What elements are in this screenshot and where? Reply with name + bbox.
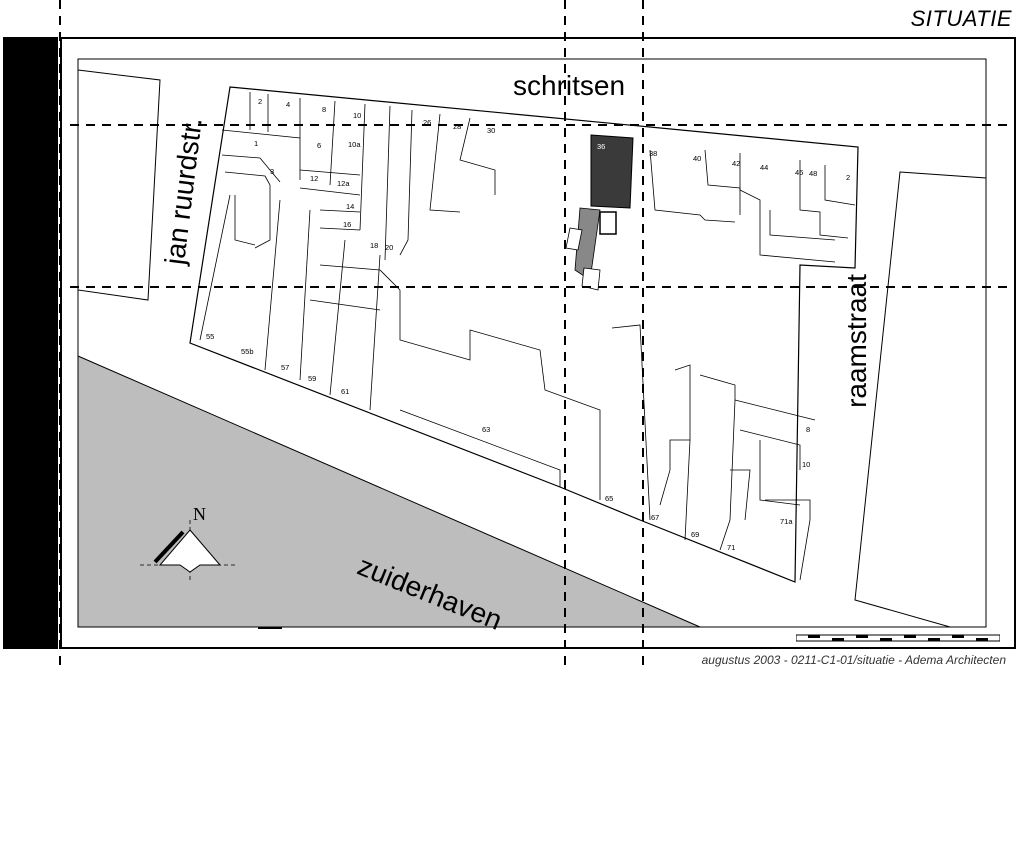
- parcel-label: 63: [482, 425, 491, 434]
- parcel-label: 28: [453, 122, 462, 131]
- east-block: [854, 171, 987, 628]
- parcel-label: 71: [727, 543, 736, 552]
- parcel-label: 71a: [780, 517, 793, 526]
- parcel-label: 2: [846, 173, 851, 182]
- north-arrow: [140, 520, 235, 580]
- subject-building: [590, 134, 634, 209]
- harbour-water: [77, 355, 701, 628]
- parcel-label: 8: [322, 105, 327, 114]
- parcel-label: 10: [353, 111, 362, 120]
- parcel-label: 10a: [348, 140, 361, 149]
- subject-shed: [565, 227, 583, 251]
- parcel-label: 36: [597, 142, 606, 151]
- parcel-label: 20: [385, 243, 394, 252]
- parcel-label: 42: [732, 159, 741, 168]
- parcel-label: 55: [206, 332, 215, 341]
- scale-bar: [796, 634, 1000, 642]
- parcel-label: 12a: [337, 179, 350, 188]
- parcel-labels: 2 4 8 10 26 28 30 1 6 10a 3 12 12a 14 16…: [206, 97, 851, 552]
- parcel-label: 12: [310, 174, 319, 183]
- parcel-label: 14: [346, 202, 355, 211]
- parcel-label: 18: [370, 241, 379, 250]
- parcel-label: 59: [308, 374, 317, 383]
- parcel-label: 69: [691, 530, 700, 539]
- subject-outbuilding: [581, 267, 601, 291]
- parcel-label: 3: [270, 167, 275, 176]
- parcel-label: 46: [795, 168, 804, 177]
- parcel-label: 48: [809, 169, 818, 178]
- parcel-label: 30: [487, 126, 496, 135]
- parcel-label: 10: [802, 460, 811, 469]
- parcel-label: 6: [317, 141, 322, 150]
- parcel-label: 1: [254, 139, 259, 148]
- west-block: [77, 69, 161, 301]
- site-map: [59, 0, 1010, 669]
- parcel-label: 2: [258, 97, 263, 106]
- parcel-label: 55b: [241, 347, 254, 356]
- parcel-label: 16: [343, 220, 352, 229]
- parcel-label: 57: [281, 363, 290, 372]
- parcel-label: 8: [806, 425, 811, 434]
- parcel-label: 61: [341, 387, 350, 396]
- parcel-label: 4: [286, 100, 291, 109]
- parcel-label: 67: [651, 513, 660, 522]
- parcel-label: 40: [693, 154, 702, 163]
- parcel-label: 44: [760, 163, 769, 172]
- sheet-heading: SITUATIE: [910, 6, 1012, 31]
- street-schritsen: schritsen: [513, 70, 626, 101]
- parcel-label: 38: [649, 149, 658, 158]
- parcel-label: 26: [423, 118, 432, 127]
- parcel-lines: [199, 92, 856, 581]
- grid-lines: [59, 0, 1010, 669]
- north-label: N: [193, 504, 206, 524]
- title-band: SCHRITZEN 36 Harlingen: [3, 37, 58, 867]
- subject-stair: [599, 211, 617, 235]
- main-block: [189, 86, 859, 583]
- footer-credit: augustus 2003 - 0211-C1-01/situatie - Ad…: [701, 653, 1006, 667]
- parcel-label: 65: [605, 494, 614, 503]
